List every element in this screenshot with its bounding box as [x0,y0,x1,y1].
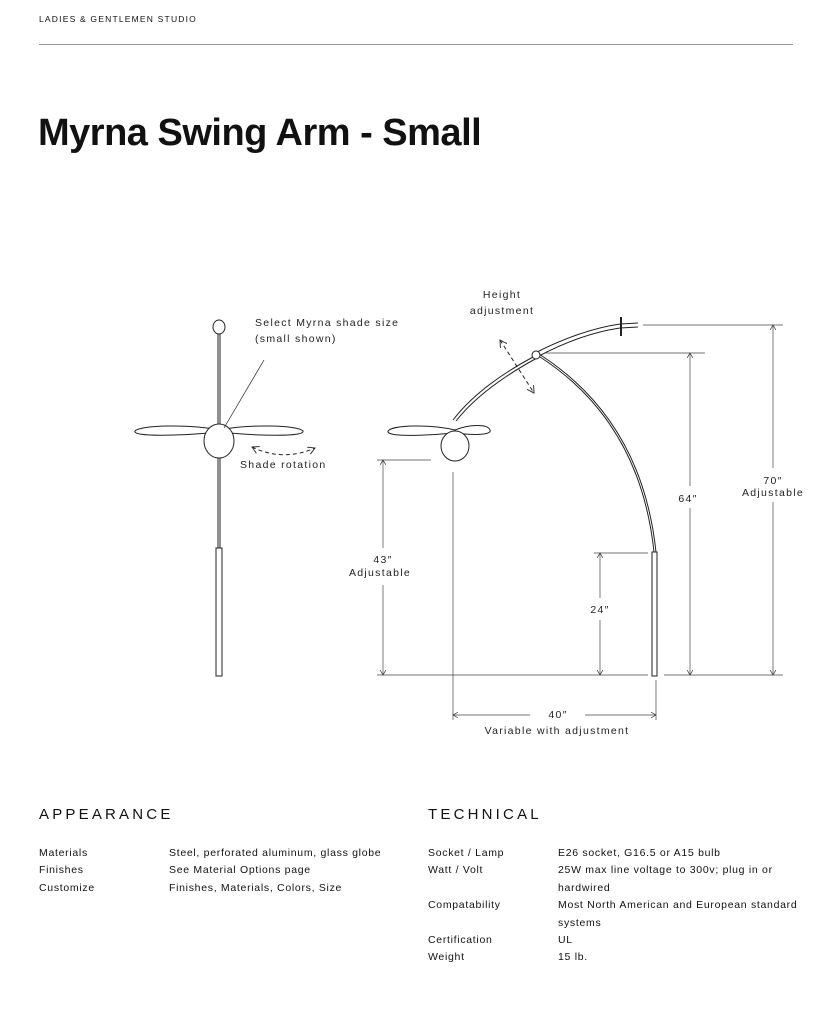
technical-table: Socket / Lamp E26 socket, G16.5 or A15 bu… [428,845,798,967]
table-row: Customize Finishes, Materials, Colors, Si… [39,880,409,897]
dim-43-sub: Adjustable [349,567,411,579]
brand-name: LADIES & GENTLEMEN STUDIO [39,14,197,24]
lamp-diagram: Select Myrna shade size (small shown) Sh… [134,289,804,737]
dim-40-sub: Variable with adjustment [485,725,630,737]
row-label: Socket / Lamp [428,847,505,859]
row-value: 15 lb. [558,951,588,964]
row-label: Watt / Volt [428,864,484,877]
row-value: See Material Options page [169,864,311,877]
appearance-table: Materials Steel, perforated aluminum, gla… [39,845,409,897]
table-row: Socket / Lamp E26 socket, G16.5 or A15 bu… [428,845,798,862]
row-label: Certification [428,934,493,947]
page-title: Myrna Swing Arm - Small [38,112,482,154]
dimension-lines [377,325,783,720]
row-label: Finishes [39,864,84,877]
shade-size-note: Select Myrna shade size [255,317,399,329]
row-label: Weight [428,951,465,964]
table-row: Finishes See Material Options page [39,862,409,879]
dim-24-label: 24″ [590,604,609,616]
header-divider [39,44,793,45]
row-value: 25W max line voltage to 300v; plug in or… [558,864,773,894]
table-row: Materials Steel, perforated aluminum, gla… [39,845,409,862]
row-label: Compatability [428,899,501,912]
dim-64-label: 64″ [678,493,697,505]
row-value: Steel, perforated aluminum, glass globe [169,847,382,859]
dim-70-label: 70″ [763,475,782,487]
table-row: Watt / Volt 25W max line voltage to 300v;… [428,862,798,897]
dim-70-sub: Adjustable [742,487,804,499]
table-row: Compatability Most North American and Eur… [428,897,798,932]
appearance-heading: APPEARANCE [39,806,174,823]
dim-43-label: 43″ [373,554,392,566]
dim-40-label: 40″ [548,709,567,721]
shade-rotation-label: Shade rotation [240,459,327,471]
row-label: Materials [39,847,88,859]
height-adjustment-label-2: adjustment [470,305,534,317]
table-row: Weight 15 lb. [428,949,798,966]
height-adjustment-label: Height [483,289,521,301]
row-label: Customize [39,881,95,894]
shade-size-note-sub: (small shown) [255,333,337,345]
side-view-lamp [387,317,658,677]
front-view-lamp [134,319,315,677]
row-value: Finishes, Materials, Colors, Size [169,881,343,894]
row-value: Most North American and European standar… [558,899,798,929]
table-row: Certification UL [428,932,798,949]
technical-heading: TECHNICAL [428,806,542,823]
row-value: UL [558,934,573,947]
row-value: E26 socket, G16.5 or A15 bulb [558,847,721,859]
